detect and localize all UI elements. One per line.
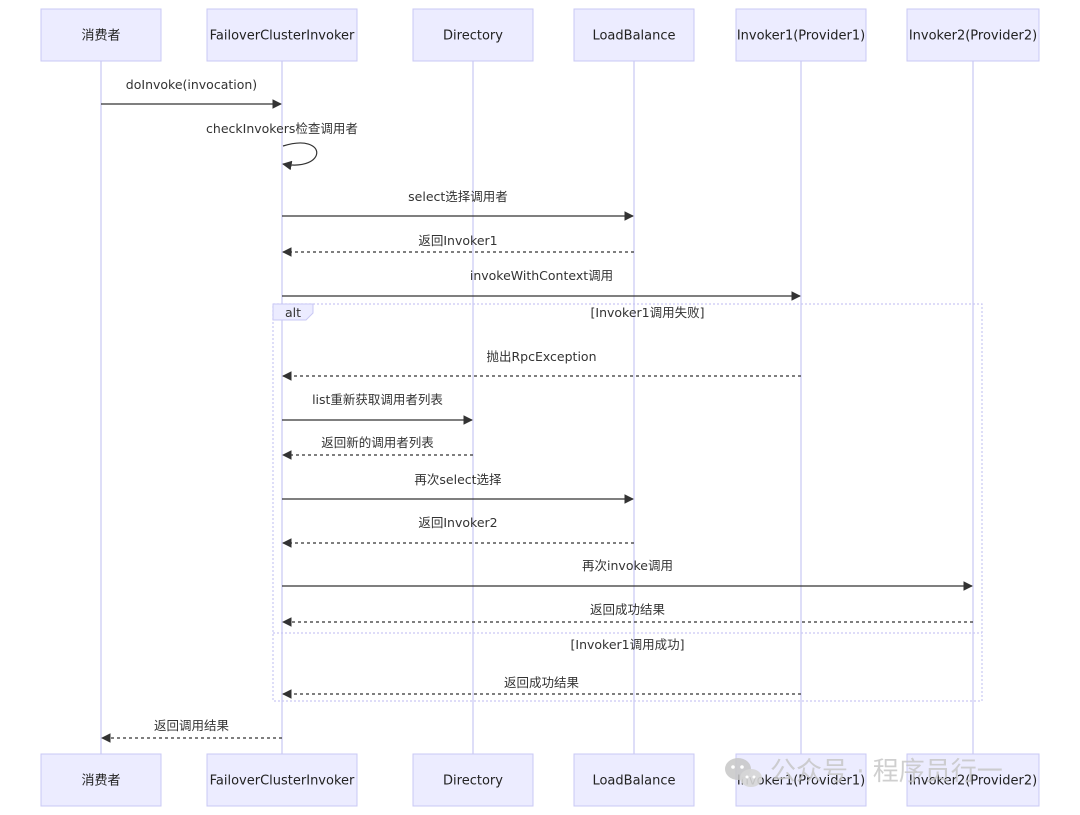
- actor-consumer-bottom: 消费者: [40, 753, 162, 807]
- message-label: 返回Invoker1: [418, 233, 497, 248]
- actor-loadbalance-top: LoadBalance: [573, 8, 695, 62]
- watermark-text: 公众号 · 程序员行一: [770, 757, 1003, 787]
- message-6: 抛出RpcException: [282, 349, 801, 381]
- actor-invoker1-top: Invoker1(Provider1): [735, 8, 867, 62]
- message-5: invokeWithContext调用: [282, 268, 801, 301]
- message-11: 再次invoke调用: [282, 558, 973, 591]
- actor-directory-bottom: Directory: [412, 753, 534, 807]
- actor-label: LoadBalance: [592, 774, 675, 789]
- actor-label: 消费者: [81, 29, 120, 44]
- message-4: 返回Invoker1: [282, 233, 634, 257]
- message-label: 返回调用结果: [154, 718, 230, 733]
- message-2: checkInvokers检查调用者: [206, 121, 358, 171]
- actor-box: [573, 8, 695, 62]
- actor-box: [412, 8, 534, 62]
- message-label: 再次invoke调用: [582, 558, 673, 573]
- alt-frame-box: [272, 303, 983, 702]
- message-1: doInvoke(invocation): [101, 77, 282, 109]
- message-label: 返回成功结果: [590, 602, 666, 617]
- alt-condition-1: [Invoker1调用失败]: [591, 305, 705, 320]
- actor-label: FailoverClusterInvoker: [210, 29, 355, 44]
- wechat-icon: [725, 758, 762, 787]
- message-label: checkInvokers检查调用者: [206, 121, 358, 136]
- actor-invoker2-top: Invoker2(Provider2): [906, 8, 1040, 62]
- message-arrow: [282, 142, 318, 171]
- actor-failover-bottom: FailoverClusterInvoker: [206, 753, 358, 807]
- message-label: 返回新的调用者列表: [321, 435, 434, 450]
- actor-label: FailoverClusterInvoker: [210, 774, 355, 789]
- actor-directory-top: Directory: [412, 8, 534, 62]
- message-label: list重新获取调用者列表: [312, 392, 443, 407]
- actor-invoker2-bottom: Invoker2(Provider2): [906, 753, 1040, 807]
- message-label: invokeWithContext调用: [470, 268, 613, 283]
- actor-consumer-top: 消费者: [40, 8, 162, 62]
- actor-label: Invoker2(Provider2): [909, 774, 1037, 789]
- actor-box: [40, 8, 162, 62]
- message-3: select选择调用者: [282, 189, 634, 221]
- actor-label: 消费者: [81, 774, 120, 789]
- alt-condition-2: [Invoker1调用成功]: [571, 637, 685, 652]
- actor-label: Invoker2(Provider2): [909, 29, 1037, 44]
- actor-label: Directory: [443, 774, 503, 789]
- actor-box: [906, 753, 1040, 807]
- message-9: 再次select选择: [282, 472, 634, 504]
- actor-label: Invoker1(Provider1): [737, 774, 865, 789]
- actor-label: Invoker1(Provider1): [737, 29, 865, 44]
- message-13: 返回成功结果: [282, 675, 801, 699]
- alt-tag-label: alt: [285, 305, 301, 320]
- actor-failover-top: FailoverClusterInvoker: [206, 8, 358, 62]
- actor-box: [906, 8, 1040, 62]
- actor-label: Directory: [443, 29, 503, 44]
- actor-box: [40, 753, 162, 807]
- message-label: doInvoke(invocation): [126, 77, 257, 92]
- message-12: 返回成功结果: [282, 602, 973, 627]
- actor-box: [206, 8, 358, 62]
- message-14: 返回调用结果: [101, 718, 282, 743]
- actor-box: [412, 753, 534, 807]
- actor-box: [573, 753, 695, 807]
- message-10: 返回Invoker2: [282, 515, 634, 548]
- message-label: select选择调用者: [408, 189, 508, 204]
- alt-tag-box: [272, 303, 314, 321]
- watermark: 公众号 · 程序员行一: [725, 757, 1003, 787]
- message-label: 返回成功结果: [504, 675, 580, 690]
- message-8: 返回新的调用者列表: [282, 435, 473, 460]
- actor-label: LoadBalance: [592, 29, 675, 44]
- actor-loadbalance-bottom: LoadBalance: [573, 753, 695, 807]
- message-label: 再次select选择: [414, 472, 502, 487]
- message-label: 抛出RpcException: [486, 349, 596, 364]
- message-label: 返回Invoker2: [418, 515, 497, 530]
- message-7: list重新获取调用者列表: [282, 392, 473, 425]
- actor-box: [735, 8, 867, 62]
- actor-box: [206, 753, 358, 807]
